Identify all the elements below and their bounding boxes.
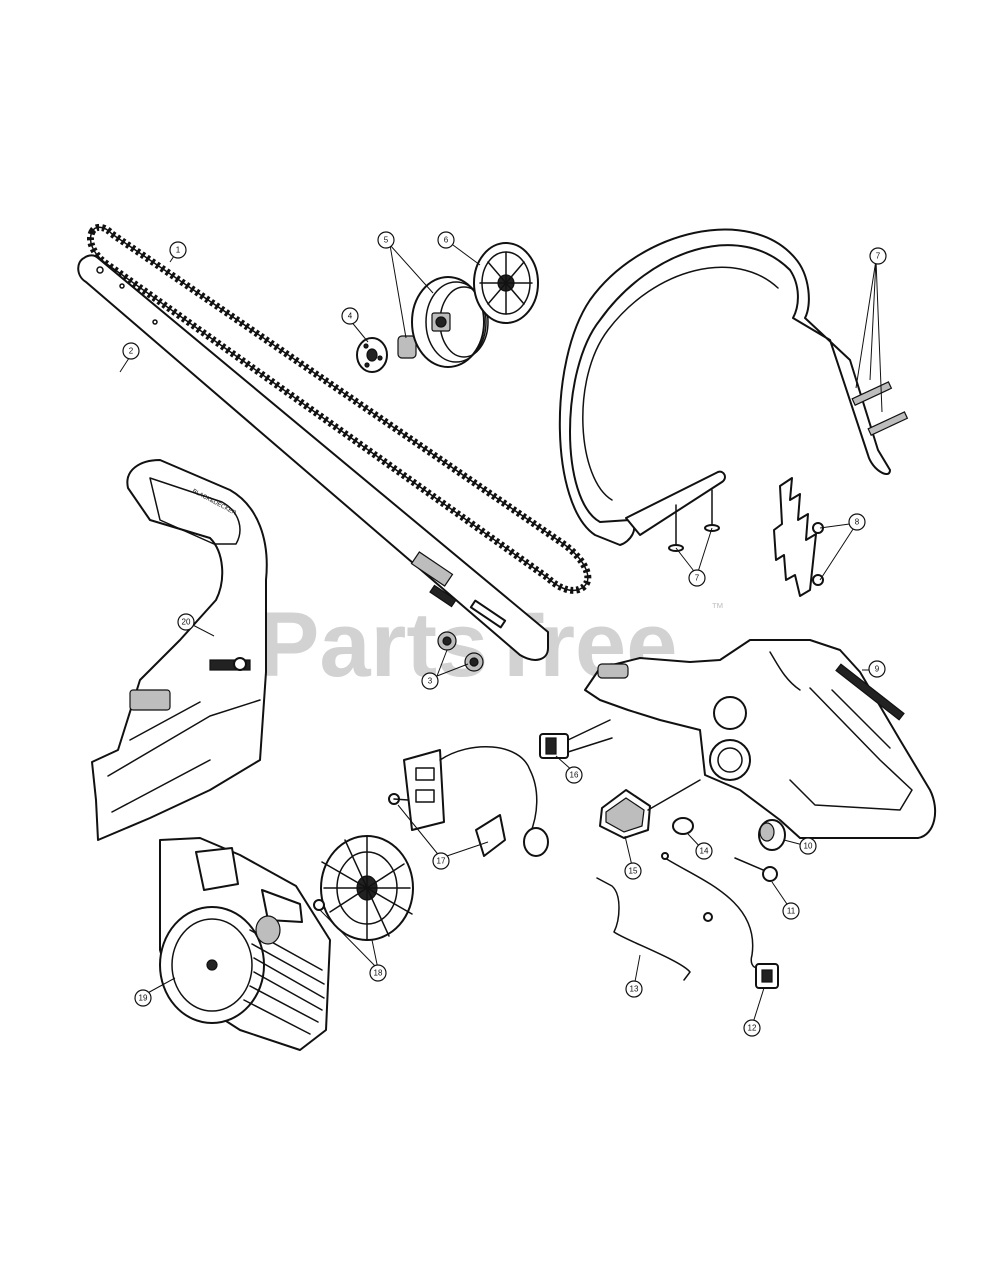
clutch [473, 242, 539, 324]
callout-9: 9 [868, 660, 886, 678]
svg-text:6: 6 [444, 236, 449, 245]
watermark-trademark: ™ [711, 600, 724, 615]
svg-text:16: 16 [570, 771, 579, 780]
bumper-spike [773, 477, 824, 597]
saw-chain [87, 223, 592, 594]
svg-text:8: 8 [855, 518, 860, 527]
callout-1: 1 [169, 241, 187, 259]
svg-text:17: 17 [437, 857, 446, 866]
front-handle [558, 228, 909, 552]
ignition-switch [661, 852, 779, 989]
svg-text:9: 9 [875, 665, 880, 674]
bar-nuts [437, 631, 484, 672]
air-filter [539, 719, 613, 759]
primer-bulb [599, 779, 701, 839]
callout-16: 16 [565, 766, 583, 784]
svg-text:7: 7 [876, 252, 881, 261]
callout-7-lower: 7 [688, 569, 706, 587]
clutch-drum [397, 276, 489, 368]
fuel-cap [758, 819, 786, 851]
callout-11: 11 [782, 902, 800, 920]
callout-3: 3 [421, 672, 439, 690]
svg-text:19: 19 [139, 994, 148, 1003]
callout-18: 18 [369, 964, 387, 982]
callout-13: 13 [625, 980, 643, 998]
svg-text:10: 10 [804, 842, 813, 851]
svg-text:14: 14 [700, 847, 709, 856]
side-cover: BLACK&DECKER [91, 459, 268, 841]
svg-text:12: 12 [748, 1024, 757, 1033]
svg-text:5: 5 [384, 236, 389, 245]
callout-15: 15 [624, 862, 642, 880]
svg-text:4: 4 [348, 312, 353, 321]
svg-text:11: 11 [787, 907, 796, 916]
throttle-rod [596, 877, 691, 981]
svg-text:15: 15 [629, 867, 638, 876]
callout-2: 2 [122, 342, 140, 360]
callout-10: 10 [799, 837, 817, 855]
svg-text:13: 13 [630, 985, 639, 994]
svg-text:3: 3 [428, 677, 433, 686]
callout-4: 4 [341, 307, 359, 325]
callout-20: 20 [177, 613, 195, 631]
svg-text:1: 1 [176, 246, 181, 255]
guide-bar [77, 254, 549, 661]
callout-7-upper: 7 [869, 247, 887, 265]
bolt [734, 857, 778, 882]
callout-5: 5 [377, 231, 395, 249]
ignition-module [388, 745, 549, 857]
engine-housing [584, 639, 937, 839]
svg-text:20: 20 [182, 618, 191, 627]
callout-12: 12 [743, 1019, 761, 1037]
callout-19: 19 [134, 989, 152, 1007]
callout-6: 6 [437, 231, 455, 249]
callout-14: 14 [695, 842, 713, 860]
starter-housing [159, 837, 331, 1051]
flywheel [313, 835, 414, 941]
fuel-filter [672, 817, 694, 835]
callout-8: 8 [848, 513, 866, 531]
svg-text:18: 18 [374, 969, 383, 978]
washer [356, 337, 388, 373]
svg-text:7: 7 [695, 574, 700, 583]
callout-17: 17 [432, 852, 450, 870]
svg-text:2: 2 [129, 347, 134, 356]
